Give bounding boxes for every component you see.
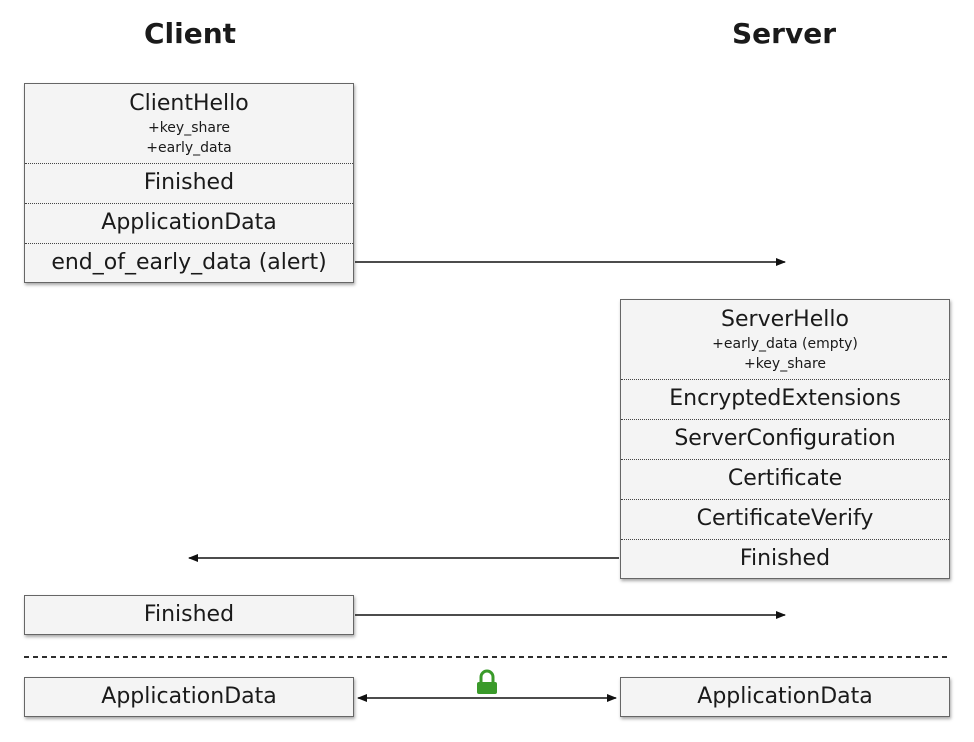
client-final-finished-row: Finished [143, 602, 235, 627]
client-hello-title: ClientHello [129, 91, 249, 116]
client-early-app-data-row: ApplicationData [25, 204, 353, 244]
lock-icon [477, 669, 497, 694]
client-app-data-label: ApplicationData [101, 684, 277, 709]
client-hello-box: ClientHello +key_share +early_data Finis… [24, 83, 354, 283]
server-hello-box: ServerHello +early_data (empty) +key_sha… [620, 299, 950, 579]
server-app-data-label: ApplicationData [697, 684, 873, 709]
server-heading: Server [731, 17, 836, 50]
client-heading: Client [143, 17, 237, 50]
certificate-row: Certificate [621, 460, 949, 500]
end-of-early-data-row: end_of_early_data (alert) [51, 250, 327, 275]
client-app-data-box: ApplicationData [24, 677, 354, 717]
client-hello-ext-key-share: +key_share [147, 120, 231, 136]
encrypted-extensions-row: EncryptedExtensions [621, 380, 949, 420]
client-hello-row: ClientHello +key_share +early_data [25, 84, 353, 164]
server-app-data-box: ApplicationData [620, 677, 950, 717]
server-hello-ext-key-share: +key_share [743, 356, 827, 372]
server-configuration-row: ServerConfiguration [621, 420, 949, 460]
client-finished-box: Finished [24, 595, 354, 635]
server-hello-row: ServerHello +early_data (empty) +key_sha… [621, 300, 949, 380]
client-hello-ext-early-data: +early_data [146, 140, 232, 156]
server-hello-title: ServerHello [721, 307, 849, 332]
server-hello-ext-early-data: +early_data (empty) [712, 336, 858, 352]
certificate-verify-row: CertificateVerify [621, 500, 949, 540]
client-finished-row: Finished [25, 164, 353, 204]
server-finished-row: Finished [739, 546, 831, 571]
